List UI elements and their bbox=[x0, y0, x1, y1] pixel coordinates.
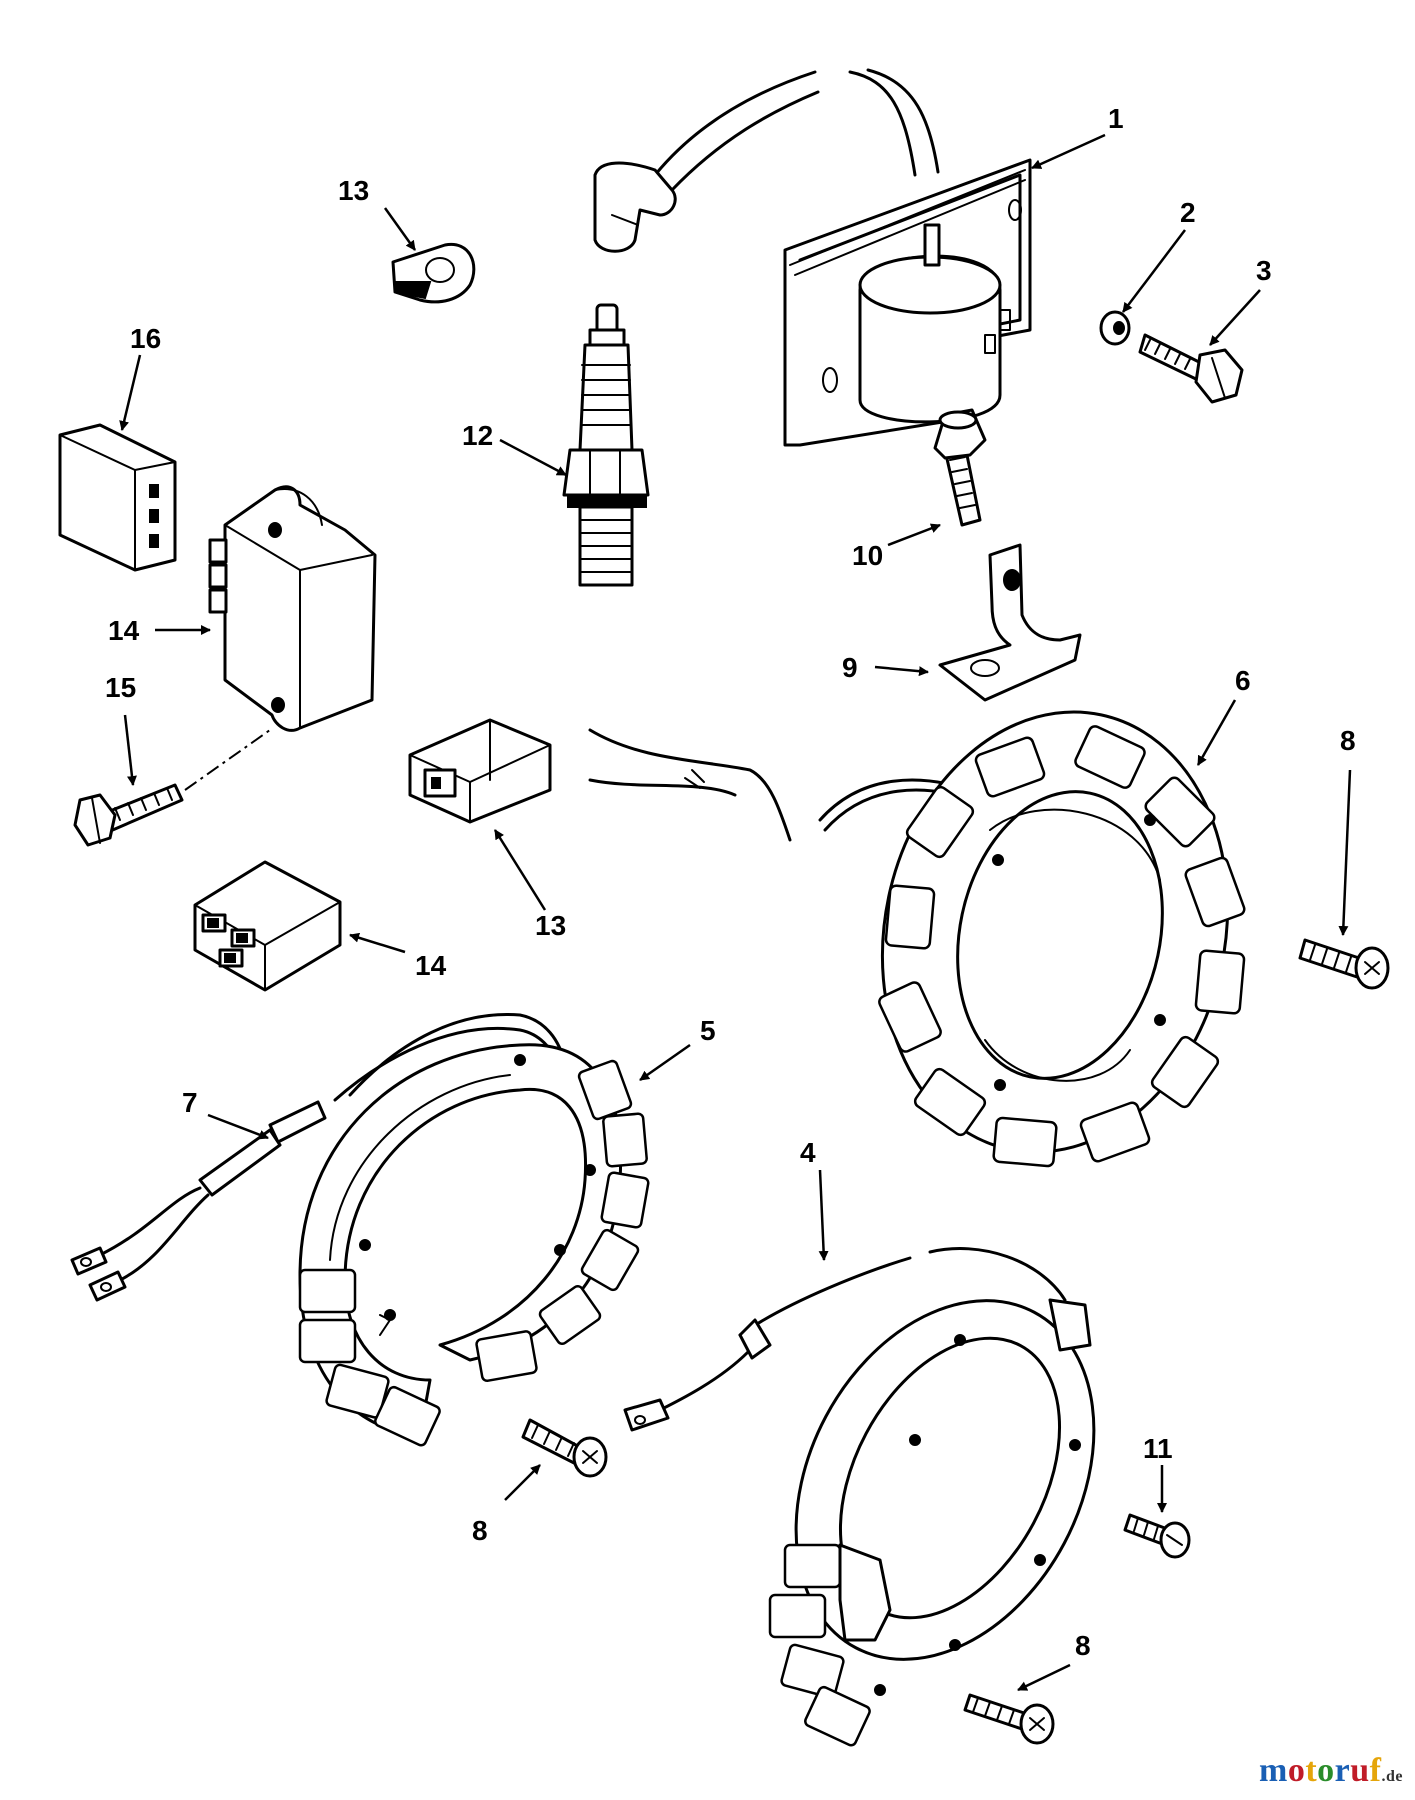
stator-6-poles bbox=[878, 725, 1246, 1168]
slotted-screw-11 bbox=[1123, 1513, 1191, 1559]
wire-connector-14 bbox=[193, 860, 342, 992]
stator-6 bbox=[818, 710, 1246, 1168]
watermark-letter: u bbox=[1350, 1752, 1370, 1789]
loose-wires bbox=[588, 728, 792, 842]
callout-11: 11 bbox=[1143, 1433, 1173, 1464]
watermark-letter: t bbox=[1305, 1752, 1318, 1789]
callout-numbers: 1 2 3 4 5 6 7 8 8 8 9 10 11 12 13 13 14 … bbox=[105, 103, 1356, 1661]
bracket bbox=[938, 543, 1082, 702]
callout-15: 15 bbox=[105, 672, 136, 703]
callout-2: 2 bbox=[1180, 197, 1196, 228]
callout-3: 3 bbox=[1256, 255, 1272, 286]
watermark-letter: o bbox=[1317, 1752, 1335, 1789]
cable-clamp bbox=[391, 242, 476, 304]
watermark-logo: motoruf.de bbox=[1259, 1752, 1403, 1790]
callout-14-top: 14 bbox=[108, 615, 140, 646]
callout-7: 7 bbox=[182, 1087, 198, 1118]
callout-4: 4 bbox=[800, 1137, 816, 1168]
callout-8-mid: 8 bbox=[472, 1515, 488, 1546]
spark-plug bbox=[562, 303, 650, 587]
callout-5: 5 bbox=[700, 1015, 716, 1046]
hex-screw bbox=[933, 408, 987, 527]
watermark-letter: m bbox=[1259, 1752, 1288, 1789]
callout-8-bottom: 8 bbox=[1075, 1630, 1091, 1661]
ignition-coil bbox=[593, 68, 1032, 447]
wire-harness-7 bbox=[70, 1100, 327, 1302]
callout-16: 16 bbox=[130, 323, 161, 354]
callout-1: 1 bbox=[1108, 103, 1124, 134]
switch-box-module bbox=[208, 485, 377, 732]
stator-4 bbox=[623, 1247, 1096, 1747]
screw-8-right bbox=[1298, 938, 1390, 990]
watermark-letters: motoruf bbox=[1259, 1752, 1382, 1789]
callout-9: 9 bbox=[842, 652, 858, 683]
callout-10: 10 bbox=[852, 540, 883, 571]
washer bbox=[1099, 310, 1131, 346]
wire-connector-13 bbox=[408, 718, 552, 824]
watermark-letter: r bbox=[1334, 1752, 1351, 1789]
callout-12: 12 bbox=[462, 420, 493, 451]
callout-13-top: 13 bbox=[338, 175, 369, 206]
callout-8-right: 8 bbox=[1340, 725, 1356, 756]
stator-5-poles bbox=[298, 1059, 650, 1447]
watermark-letter: f bbox=[1369, 1752, 1382, 1789]
watermark-letter: o bbox=[1287, 1752, 1306, 1789]
callout-14-mid: 14 bbox=[415, 950, 447, 981]
screw-8-mid bbox=[521, 1418, 608, 1478]
stator-4-poles bbox=[768, 1543, 871, 1747]
watermark-domain: .de bbox=[1381, 1768, 1403, 1785]
hex-bolt bbox=[1138, 333, 1244, 404]
connector-block bbox=[58, 423, 177, 572]
leader-lines bbox=[119, 133, 1352, 1692]
callout-13-mid: 13 bbox=[535, 910, 566, 941]
callout-6: 6 bbox=[1235, 665, 1251, 696]
stator-5 bbox=[298, 1012, 650, 1447]
hex-bolt-15 bbox=[73, 729, 271, 847]
screw-8-bottom bbox=[963, 1693, 1055, 1745]
